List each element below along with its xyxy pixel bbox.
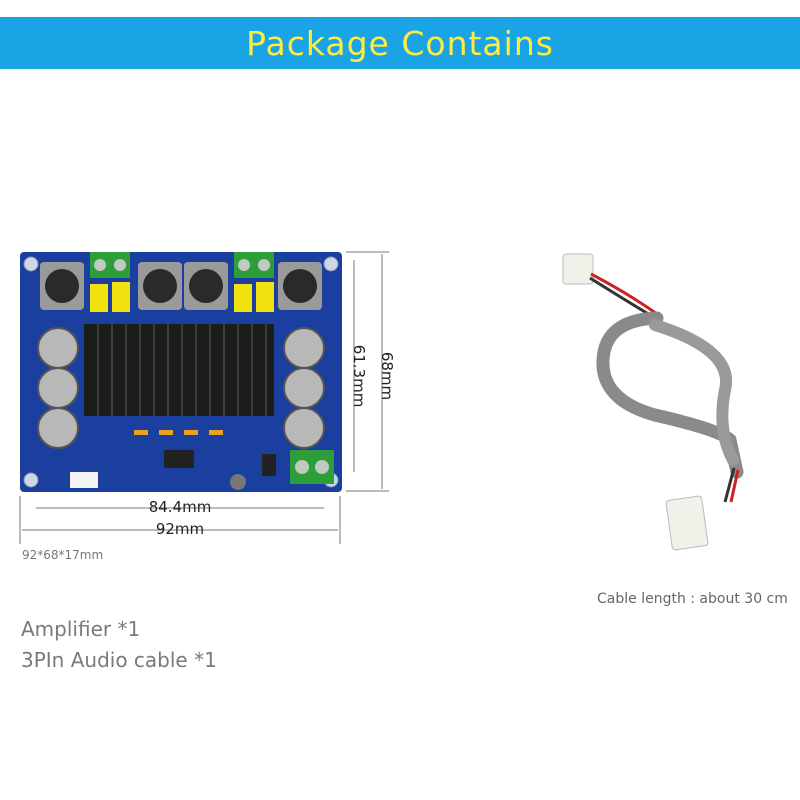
board-dimensions-caption: 92*68*17mm (22, 548, 104, 562)
list-item: Amplifier *1 (21, 617, 141, 641)
inner-height-dimension-label: 61.3mm (350, 345, 368, 408)
audio-cable-image (562, 253, 744, 551)
cable-wires-top (589, 272, 658, 320)
package-contents-list: Amplifier *1 3PIn Audio cable *1 (21, 614, 217, 676)
film-capacitors (90, 282, 274, 312)
cable-connector-top (562, 253, 594, 285)
header-banner: Package Contains (0, 17, 800, 69)
width-dimension-label: 84.4mm (149, 498, 212, 516)
list-item: 3PIn Audio cable *1 (21, 648, 217, 672)
height-dimension-label: 68mm (378, 352, 396, 400)
cable-connector-bottom (665, 495, 709, 551)
electrolytic-capacitors (37, 327, 325, 449)
inductors (40, 262, 322, 310)
amplifier-board-image: 84.4mm 92mm 61.3mm 68mm (19, 251, 396, 544)
cable-length-caption: Cable length : about 30 cm (597, 591, 788, 607)
board-components (70, 430, 276, 490)
header-title: Package Contains (246, 23, 554, 63)
dimension-lines (19, 251, 389, 544)
length-dimension-label: 92mm (156, 520, 204, 538)
cable-wires-bottom (723, 467, 740, 503)
cable-body (596, 311, 744, 479)
screw-terminals (90, 252, 334, 484)
cable-body-bottom (649, 319, 739, 466)
heatsink (84, 324, 274, 416)
